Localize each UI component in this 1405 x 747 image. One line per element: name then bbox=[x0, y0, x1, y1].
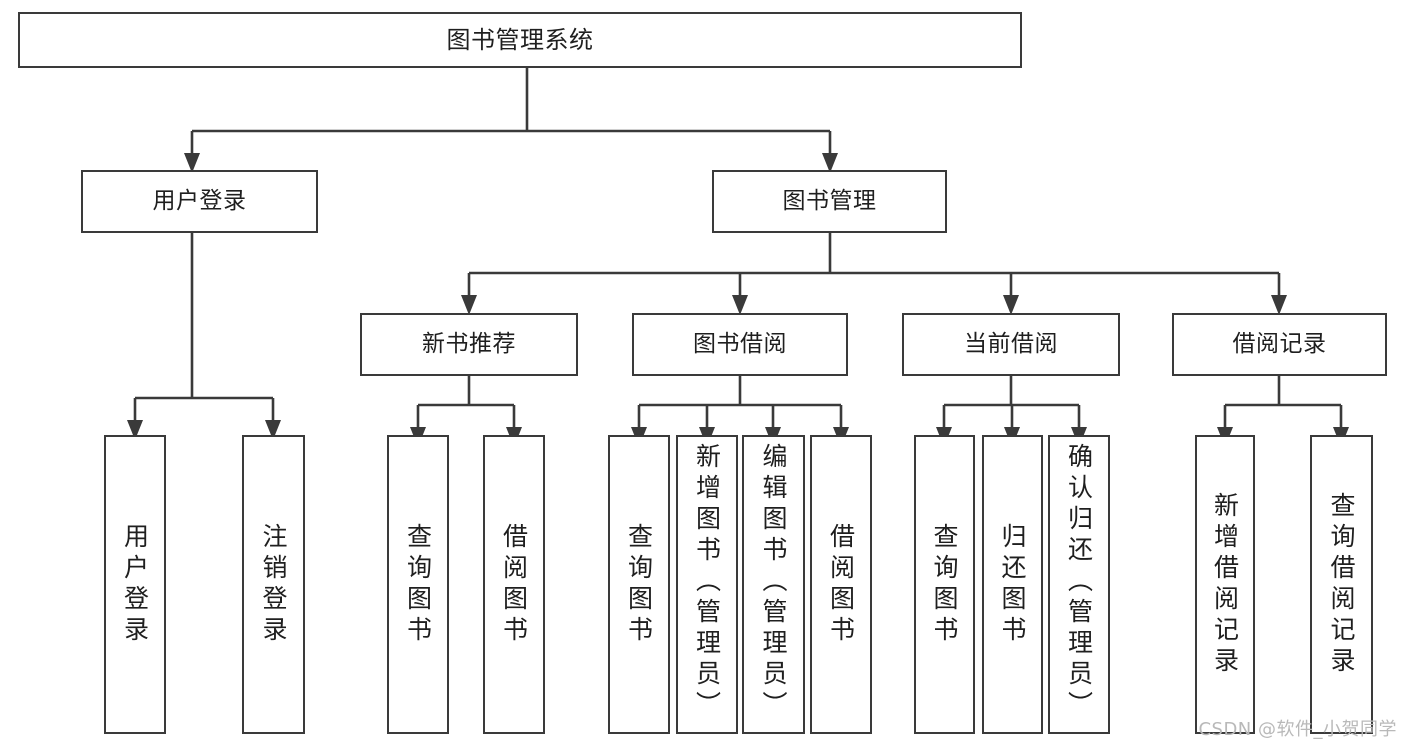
arrowhead-icon bbox=[1003, 295, 1019, 315]
node-label: 确认归还（管理员） bbox=[1064, 443, 1094, 722]
node-label: 查询图书 bbox=[624, 522, 654, 647]
node-label: 注销登录 bbox=[259, 522, 288, 647]
node-leaf-return-book[interactable]: 归还图书 bbox=[982, 435, 1043, 734]
arrowhead-icon bbox=[461, 295, 477, 315]
node-new-book-rec[interactable]: 新书推荐 bbox=[360, 313, 578, 376]
arrowhead-icon bbox=[1271, 295, 1287, 315]
node-current-borrow[interactable]: 当前借阅 bbox=[902, 313, 1120, 376]
node-root[interactable]: 图书管理系统 bbox=[18, 12, 1022, 68]
node-leaf-add-book[interactable]: 新增图书（管理员） bbox=[676, 435, 738, 734]
node-label: 查询图书 bbox=[403, 522, 433, 647]
node-leaf-logout[interactable]: 注销登录 bbox=[242, 435, 305, 734]
node-label: 新增借阅记录 bbox=[1210, 491, 1240, 678]
node-label: 借阅图书 bbox=[826, 522, 856, 647]
node-leaf-edit-book[interactable]: 编辑图书（管理员） bbox=[742, 435, 805, 734]
node-label: 编辑图书（管理员） bbox=[759, 443, 788, 722]
node-label: 新书推荐 bbox=[422, 330, 516, 357]
node-leaf-query-book-3[interactable]: 查询图书 bbox=[914, 435, 975, 734]
node-label: 图书管理系统 bbox=[446, 25, 594, 54]
node-leaf-confirm-return[interactable]: 确认归还（管理员） bbox=[1048, 435, 1110, 734]
node-label: 用户登录 bbox=[152, 187, 247, 214]
node-book-borrow[interactable]: 图书借阅 bbox=[632, 313, 848, 376]
node-leaf-add-record[interactable]: 新增借阅记录 bbox=[1195, 435, 1255, 734]
node-label: 归还图书 bbox=[998, 522, 1027, 647]
node-borrow-record[interactable]: 借阅记录 bbox=[1172, 313, 1387, 376]
node-leaf-query-book-2[interactable]: 查询图书 bbox=[608, 435, 670, 734]
node-book-manage[interactable]: 图书管理 bbox=[712, 170, 947, 233]
node-label: 借阅图书 bbox=[499, 522, 529, 647]
node-label: 用户登录 bbox=[120, 522, 150, 647]
node-label: 查询图书 bbox=[930, 522, 959, 647]
watermark: CSDN @软件_小贺同学 bbox=[1198, 719, 1397, 740]
node-leaf-query-record[interactable]: 查询借阅记录 bbox=[1310, 435, 1373, 734]
node-label: 借阅记录 bbox=[1232, 330, 1327, 357]
node-leaf-borrow-book-1[interactable]: 借阅图书 bbox=[483, 435, 545, 734]
arrowhead-icon bbox=[732, 295, 748, 315]
node-label: 图书借阅 bbox=[693, 330, 787, 357]
node-label: 新增图书（管理员） bbox=[692, 443, 722, 722]
node-leaf-query-book-1[interactable]: 查询图书 bbox=[387, 435, 449, 734]
node-label: 查询借阅记录 bbox=[1327, 491, 1356, 678]
node-label: 当前借阅 bbox=[964, 330, 1058, 357]
node-label: 图书管理 bbox=[782, 187, 877, 214]
node-leaf-user-login[interactable]: 用户登录 bbox=[104, 435, 166, 734]
node-leaf-borrow-book-2[interactable]: 借阅图书 bbox=[810, 435, 872, 734]
node-user-login[interactable]: 用户登录 bbox=[81, 170, 318, 233]
